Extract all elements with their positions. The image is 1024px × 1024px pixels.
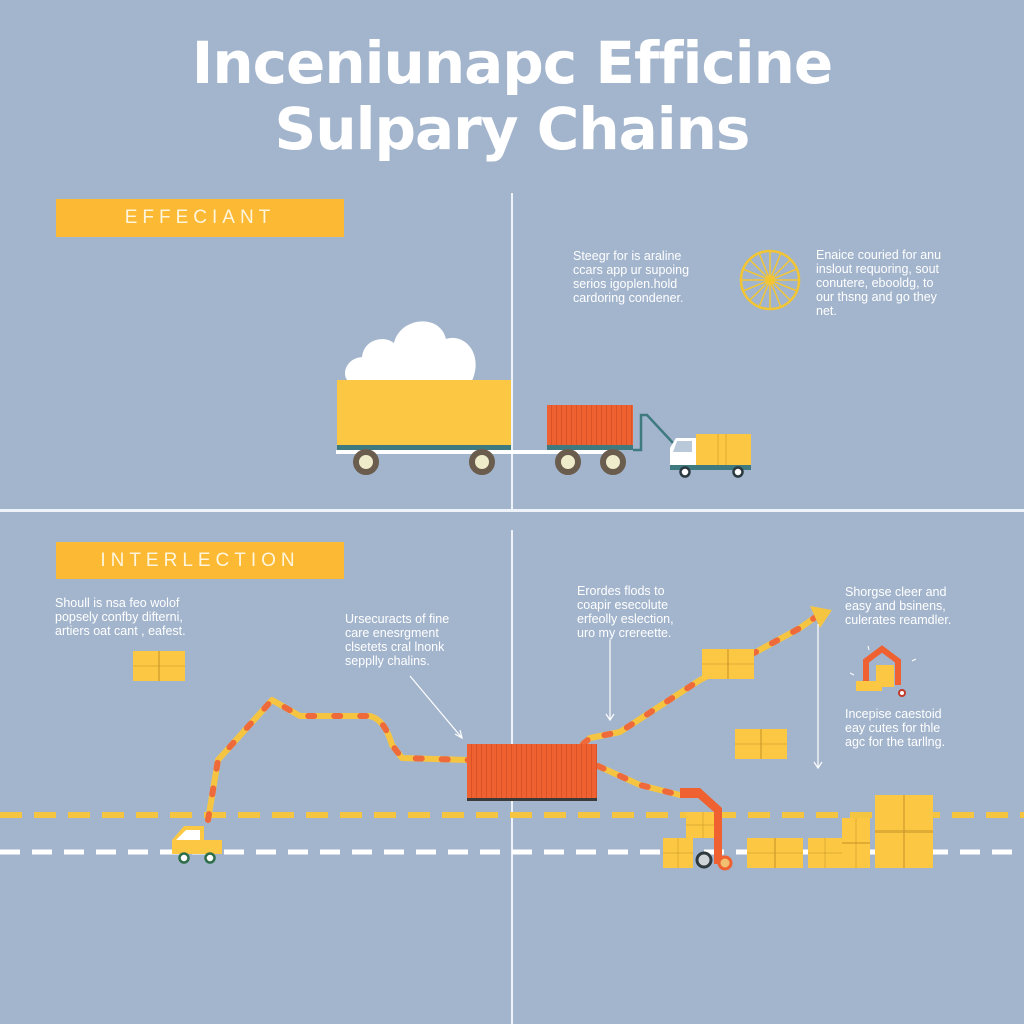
crate <box>808 838 842 868</box>
trailer-base <box>337 445 511 450</box>
shipping-container-large <box>467 744 597 798</box>
crate <box>842 818 870 868</box>
title-line-2: Sulpary Chains <box>274 95 751 163</box>
crate <box>747 838 803 868</box>
trailer-yellow <box>337 380 511 445</box>
warehouse-icon <box>849 645 917 697</box>
crate <box>133 651 185 681</box>
title-line-1: Inceniunapc Efficine <box>191 29 833 97</box>
page-title: Inceniunapc Efficine Sulpary Chains <box>0 30 1024 162</box>
container-base <box>547 445 633 450</box>
road-lines <box>0 812 1024 855</box>
divider-horizontal <box>0 509 1024 512</box>
wheels <box>353 449 626 475</box>
crate <box>663 838 693 868</box>
container-base <box>467 798 597 801</box>
section-banner-interlection: INTERLECTION <box>56 542 344 579</box>
tow-arm <box>633 413 674 452</box>
bottom-center-text: Erordes flods to coapir esecolute erfeol… <box>577 584 674 640</box>
banner-label: INTERLECTION <box>100 549 300 571</box>
banner-label: EFFECIANT <box>124 207 276 228</box>
delivery-truck-icon <box>670 434 751 478</box>
bottom-right-top-text: Shorgse cleer and easy and bsinens, cule… <box>845 585 952 627</box>
top-right-text: Enaice couried for anu inslout requoring… <box>816 248 942 318</box>
bottom-right-bottom-text: Incepise caestoid eay cutes for thle agc… <box>845 707 946 749</box>
bottom-left-text: Shoull is nsa feo wolof popsely confby d… <box>55 596 186 638</box>
shipping-container-small <box>547 405 633 445</box>
crate <box>875 795 933 868</box>
top-center-text: Steegr for is araline ccars app ur supoi… <box>573 249 690 305</box>
cloud-icon <box>345 321 476 381</box>
wheel-icon <box>739 249 801 311</box>
forklift-crane-icon <box>680 788 733 871</box>
divider-vertical-top <box>511 193 513 511</box>
bottom-mid-text: Ursecuracts of fine care enesrgment clse… <box>345 612 450 668</box>
crate <box>735 729 787 759</box>
delivery-truck-small-icon <box>172 826 222 864</box>
section-banner-efficient: EFFECIANT <box>56 199 344 237</box>
crate <box>702 649 754 679</box>
